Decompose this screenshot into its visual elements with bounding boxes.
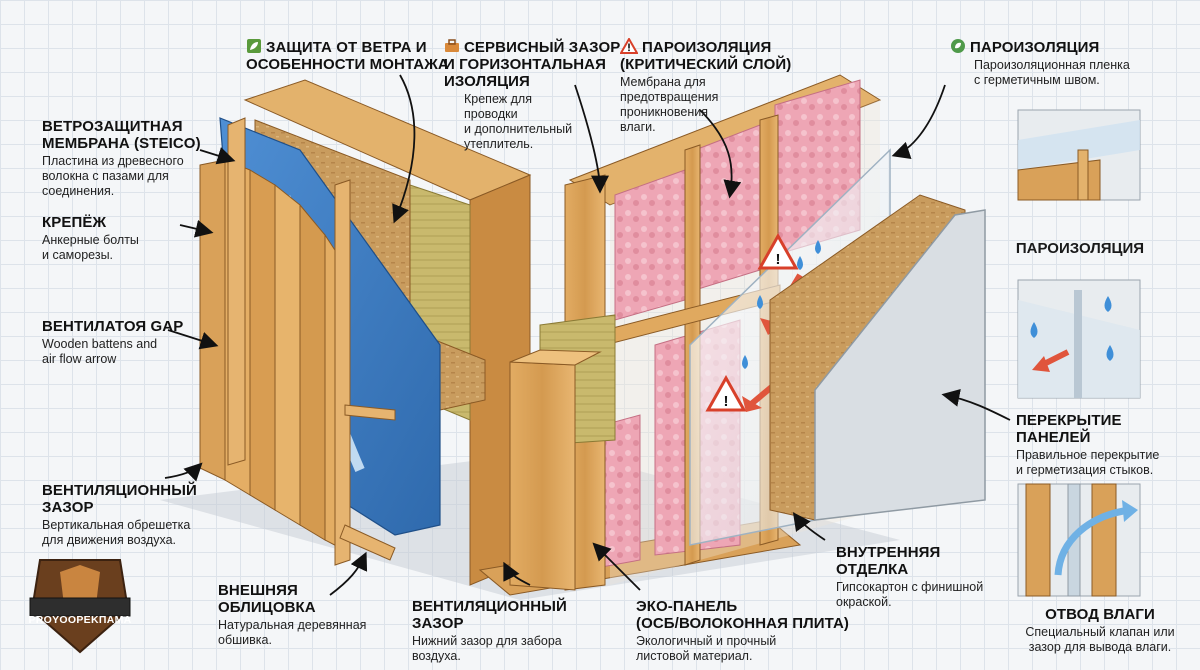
eco-panel-desc-2: листовой материал. xyxy=(636,649,753,663)
warning-icon-1: ! xyxy=(757,232,799,270)
eco-panel-title-2: (ОСБ/волоконная плита) xyxy=(636,615,849,632)
callout-eco-panel: Эко-панель (ОСБ/волоконная плита) Эколог… xyxy=(636,598,849,664)
vent-gap-bottom-title-2: зазор xyxy=(412,615,464,632)
batten-2 xyxy=(334,179,351,566)
service-gap-desc-3: и дополнительный xyxy=(464,122,573,136)
wind-membrane-desc-3: соединения. xyxy=(42,184,115,198)
callout-vapor-barrier-right: Пароизоляция Пароизоляционная пленка с г… xyxy=(950,38,1130,88)
cladding-desc-2: обшивка. xyxy=(218,633,272,647)
vapor-center-desc-3: проникновения xyxy=(620,105,708,119)
vapor-center-desc-4: влаги. xyxy=(620,120,656,134)
svg-text:!: ! xyxy=(776,251,781,268)
wind-membrane-desc-1: Пластина из древесного xyxy=(42,154,184,168)
callout-vent-gap-left: Вентиляционный зазор Вертикальная обреше… xyxy=(42,482,197,548)
vent-gap-en-title: Вентилатоя GAP xyxy=(42,318,184,335)
toolbox-icon xyxy=(445,39,459,52)
vapor-center-title-2: (критический слой) xyxy=(620,56,792,73)
service-gap-title-1: Сервисный зазор xyxy=(464,39,621,56)
callout-vent-gap-en: Вентилатоя GAP Wooden battens and air fl… xyxy=(42,318,183,367)
wind-protection-title-2: особенности монтажа xyxy=(246,56,449,73)
service-gap-desc-4: утеплитель. xyxy=(464,137,534,151)
service-gap-desc-2: проводки xyxy=(464,107,518,121)
wind-protection-title-1: Защита от ветра и xyxy=(266,39,427,56)
callout-exterior-cladding: Внешняя облицовка Натуральная деревянная… xyxy=(218,582,366,648)
cladding-title-1: Внешняя xyxy=(218,582,298,599)
interior-title-2: отделка xyxy=(836,561,909,578)
brand-logo: PROYOOPEKПAMA xyxy=(28,556,132,652)
interior-title-1: Внутренняя xyxy=(836,544,941,561)
vent-gap-en-desc-1: Wooden battens and xyxy=(42,337,158,351)
wind-membrane-title-1: Ветрозащитная xyxy=(42,118,183,135)
vent-gap-left-desc-2: для движения воздуха. xyxy=(42,533,177,547)
fasteners-title: Крепёж xyxy=(42,214,107,231)
front-post xyxy=(509,361,576,591)
leaf-icon xyxy=(247,39,261,53)
service-gap-title-2: и горизонтальная xyxy=(444,56,606,73)
thumb-vapor-illustration xyxy=(1017,109,1141,201)
cladding-desc-1: Натуральная деревянная xyxy=(218,618,367,632)
callout-moisture-drain: Отвод влаги Специальный клапан или зазор… xyxy=(1008,606,1192,655)
vent-gap-left-desc-1: Вертикальная обрешетка xyxy=(42,518,191,532)
vent-gap-left-title-2: зазор xyxy=(42,499,94,516)
wind-membrane-desc-2: волокна с пазами для xyxy=(42,169,169,183)
interior-desc-1: Гипсокартон с финишной xyxy=(836,580,984,594)
batten-1 xyxy=(227,117,246,466)
panel-overlap-title: Перекрытие панелей xyxy=(1016,412,1122,446)
vent-gap-bottom-title-1: Вентиляционный xyxy=(412,598,567,615)
thumb-drain-illustration xyxy=(1017,483,1141,597)
logo-shield xyxy=(29,559,131,654)
moisture-drain-desc-2: зазор для вывода влаги. xyxy=(1028,640,1172,654)
fasteners-desc-1: Анкерные болты xyxy=(42,233,139,247)
callout-service-gap: Сервисный зазор и горизонтальная изоляци… xyxy=(444,38,620,152)
cladding-title-2: облицовка xyxy=(218,599,316,616)
panel-overlap-desc-1: Правильное перекрытие xyxy=(1016,448,1160,462)
wind-membrane-title-2: мембрана (STEICO) xyxy=(42,135,201,152)
callout-panel-overlap: Перекрытие панелей Правильное перекрытие… xyxy=(1016,412,1200,478)
batten-bottom xyxy=(339,524,396,561)
callout-vent-gap-bottom: Вентиляционный зазор Нижний зазор для за… xyxy=(412,598,567,664)
vent-gap-bottom-desc-1: Нижний зазор для забора xyxy=(412,634,562,648)
eco-panel-desc-1: Экологичный и прочный xyxy=(636,634,777,648)
panel-overlap-desc-2: и герметизация стыков. xyxy=(1016,463,1154,477)
moisture-drain-desc-1: Специальный клапан или xyxy=(1025,625,1175,639)
thumb-overlap-illustration xyxy=(1017,279,1141,399)
logo-text: PROYOOPEKПAMA xyxy=(28,614,132,626)
service-gap-title-3: изоляция xyxy=(444,73,530,90)
vapor-center-desc-2: предотвращения xyxy=(620,90,719,104)
service-gap-desc-1: Крепеж для xyxy=(464,92,532,106)
eco-panel-title-1: Эко-панель xyxy=(636,598,738,615)
warning-icon-2: ! xyxy=(705,374,747,412)
vapor-right-desc-2: с герметичным швом. xyxy=(974,73,1100,87)
vent-gap-left-title-1: Вентиляционный xyxy=(42,482,197,499)
batten-horizontal xyxy=(344,404,396,421)
interior-desc-2: окраской. xyxy=(836,595,892,609)
callout-wind-protection: Защита от ветра и особенности монтажа xyxy=(246,38,449,73)
vapor-right-desc-1: Пароизоляционная пленка xyxy=(974,58,1130,72)
callout-interior-finish: Внутренняя отделка Гипсокартон с финишно… xyxy=(836,544,983,610)
drywall-panel xyxy=(814,209,986,521)
insulation-upper-1 xyxy=(614,169,686,321)
vapor-right-title: Пароизоляция xyxy=(970,39,1100,56)
callout-wind-membrane: Ветрозащитная мембрана (STEICO) Пластина… xyxy=(42,118,201,199)
callout-fasteners: Крепёж Анкерные болты и саморезы. xyxy=(42,214,139,263)
fasteners-desc-2: и саморезы. xyxy=(42,248,114,262)
moisture-drain-title: Отвод влаги xyxy=(1045,606,1155,623)
vent-gap-en-desc-2: air flow arrow xyxy=(42,352,117,366)
svg-text:!: ! xyxy=(724,393,729,410)
vent-gap-bottom-desc-2: воздуха. xyxy=(412,649,461,663)
warning-icon xyxy=(620,38,638,54)
vapor-center-desc-1: Мембрана для xyxy=(620,75,706,89)
thumb-vapor-title: Пароизоляция xyxy=(1015,240,1145,257)
callout-vapor-barrier-center: Пароизоляция (критический слой) Мембрана… xyxy=(620,38,791,135)
vapor-center-title-1: Пароизоляция xyxy=(642,39,772,56)
eco-icon xyxy=(951,39,965,53)
